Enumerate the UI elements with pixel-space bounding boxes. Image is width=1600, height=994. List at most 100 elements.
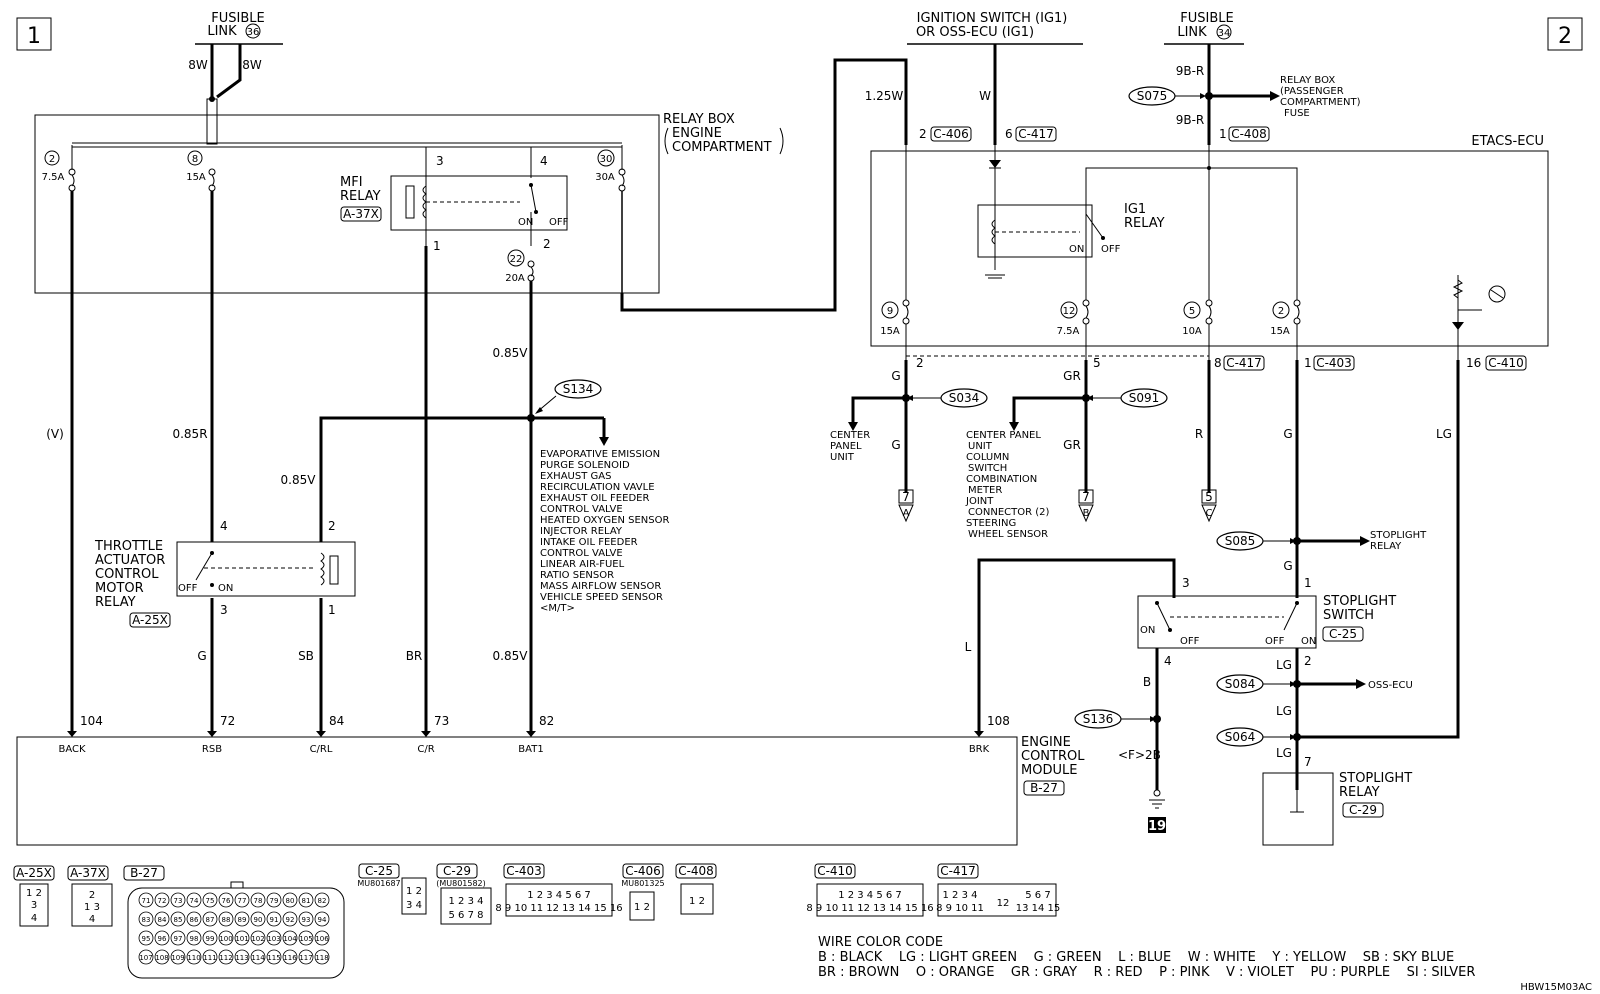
svg-text:36: 36 — [247, 27, 260, 38]
svg-text:IGNITION SWITCH (IG1): IGNITION SWITCH (IG1) — [917, 11, 1068, 26]
s134-load-list: EVAPORATIVE EMISSION PURGE SOLENOID EXHA… — [540, 449, 669, 614]
svg-text:FUSIBLE: FUSIBLE — [1180, 11, 1233, 26]
b27-pin-number: 78 — [254, 897, 263, 905]
svg-text:84: 84 — [329, 714, 344, 728]
svg-text:8 9 10 11 12 13 14 15 16: 8 9 10 11 12 13 14 15 16 — [495, 903, 622, 914]
svg-text:EXHAUST OIL FEEDER: EXHAUST OIL FEEDER — [540, 493, 649, 504]
ecm-input-wires: (V) 0.85R BR 0.85V 0.85V 0.85V S134 EVAP… — [46, 191, 669, 734]
svg-text:1 2 3 4 5 6 7: 1 2 3 4 5 6 7 — [527, 890, 591, 901]
ignition-switch-source: IGNITION SWITCH (IG1) OR OSS-ECU (IG1) W… — [907, 11, 1083, 145]
b27-pin — [186, 911, 202, 927]
b27-pin — [138, 892, 154, 908]
svg-text:MOTOR: MOTOR — [95, 581, 144, 596]
svg-text:34: 34 — [1218, 28, 1231, 39]
svg-text:METER: METER — [968, 485, 1002, 496]
svg-text:2: 2 — [1278, 306, 1284, 317]
b27-pin — [250, 892, 266, 908]
svg-text:0.85V: 0.85V — [493, 649, 529, 663]
b27-pin — [186, 930, 202, 946]
throttle-actuator-relay: THROTTLE ACTUATOR CONTROL MOTOR RELAY A-… — [94, 519, 356, 628]
svg-text:B: B — [1083, 508, 1090, 519]
svg-text:THROTTLE: THROTTLE — [94, 539, 163, 554]
svg-text:(V): (V) — [46, 427, 64, 441]
wire-1-25w: 1.25W 2 C-406 — [620, 58, 972, 312]
svg-text:C-410: C-410 — [817, 864, 853, 878]
svg-text:5 6 7: 5 6 7 — [1025, 890, 1050, 901]
svg-text:FUSE: FUSE — [1284, 108, 1310, 119]
b27-pin-number: 83 — [142, 916, 151, 924]
svg-text:1.25W: 1.25W — [865, 89, 904, 103]
svg-text:PURGE SOLENOID: PURGE SOLENOID — [540, 460, 630, 471]
svg-text:R: R — [1195, 427, 1203, 441]
svg-text:HBW15M03AC: HBW15M03AC — [1520, 982, 1592, 993]
svg-text:S084: S084 — [1225, 677, 1256, 691]
b27-pin-number: 97 — [174, 935, 183, 943]
stoplight-relay: STOPLIGHT RELAY C-29 — [1262, 771, 1412, 846]
fusible-link-34: FUSIBLE LINK 34 9B-R 9B-R S075 RELAY BOX… — [1128, 11, 1361, 145]
svg-text:C-406: C-406 — [933, 127, 969, 141]
b27-pin — [266, 911, 282, 927]
b27-pin-number: 107 — [139, 954, 152, 962]
svg-text:22: 22 — [510, 254, 523, 265]
b27-pin-number: 76 — [222, 897, 231, 905]
b27-pin-number: 105 — [299, 935, 312, 943]
b27-pin — [314, 892, 330, 908]
svg-text:ETACS-ECU: ETACS-ECU — [1471, 134, 1544, 149]
svg-text:8W: 8W — [242, 58, 262, 72]
b27-pin — [154, 949, 170, 965]
b27-pin — [234, 930, 250, 946]
svg-text:30A: 30A — [595, 172, 615, 183]
svg-text:9: 9 — [887, 306, 893, 317]
svg-text:S091: S091 — [1129, 391, 1160, 405]
b27-pin-number: 118 — [315, 954, 328, 962]
svg-text:C-25: C-25 — [1329, 627, 1357, 641]
svg-text:SWITCH: SWITCH — [968, 463, 1007, 474]
svg-text:MASS AIRFLOW SENSOR: MASS AIRFLOW SENSOR — [540, 581, 661, 592]
svg-text:15A: 15A — [1270, 326, 1290, 337]
fusible-link-36: FUSIBLE LINK 36 — [195, 11, 283, 45]
page-number-left: 1 — [16, 17, 52, 51]
svg-text:BACK: BACK — [58, 744, 86, 755]
b27-pin — [218, 949, 234, 965]
b27-pin — [234, 949, 250, 965]
svg-text:LINEAR AIR-FUEL: LINEAR AIR-FUEL — [540, 559, 625, 570]
svg-text:104: 104 — [80, 714, 103, 728]
svg-text:20A: 20A — [505, 273, 525, 284]
svg-text:C/RL: C/RL — [310, 744, 333, 755]
svg-text:CONNECTOR (2): CONNECTOR (2) — [968, 507, 1049, 518]
b27-pin — [250, 911, 266, 927]
svg-text:RELAY BOX: RELAY BOX — [663, 112, 735, 127]
b27-pin-number: 108 — [155, 954, 168, 962]
svg-text:<M/T>: <M/T> — [540, 603, 575, 614]
b27-pin-number: 115 — [267, 954, 280, 962]
svg-text:2: 2 — [919, 127, 927, 141]
b27-pin-number: 103 — [267, 935, 280, 943]
svg-text:6: 6 — [1005, 127, 1013, 141]
svg-text:1: 1 — [328, 603, 336, 617]
svg-text:RELAY BOX: RELAY BOX — [1280, 75, 1335, 86]
svg-text:G: G — [1283, 559, 1292, 573]
svg-text:3 4: 3 4 — [406, 900, 422, 911]
b27-pin-number: 75 — [206, 897, 215, 905]
svg-text:19: 19 — [1148, 819, 1166, 834]
b27-pin-number: 110 — [187, 954, 200, 962]
svg-text:RELAY: RELAY — [1124, 216, 1165, 231]
svg-text:12: 12 — [997, 898, 1010, 909]
svg-text:S085: S085 — [1225, 534, 1256, 548]
svg-text:2: 2 — [1558, 24, 1572, 49]
svg-text:C: C — [1206, 508, 1213, 519]
b27-pin — [266, 949, 282, 965]
svg-text:LG: LG — [1276, 746, 1292, 760]
svg-text:7.5A: 7.5A — [1057, 326, 1080, 337]
svg-text:16: 16 — [1466, 356, 1481, 370]
engine-control-module: ENGINE CONTROL MODULE B-27 104 BACK 72 R… — [16, 714, 1085, 846]
svg-text:5: 5 — [1205, 490, 1213, 504]
svg-text:GR: GR — [1063, 369, 1081, 383]
svg-text:13 14 15: 13 14 15 — [1016, 903, 1061, 914]
svg-text:BRK: BRK — [969, 744, 990, 755]
b27-pin — [298, 892, 314, 908]
svg-text:(PASSENGER: (PASSENGER — [1280, 86, 1344, 97]
svg-text:LINK: LINK — [207, 24, 237, 39]
b27-pin-number: 81 — [302, 897, 311, 905]
